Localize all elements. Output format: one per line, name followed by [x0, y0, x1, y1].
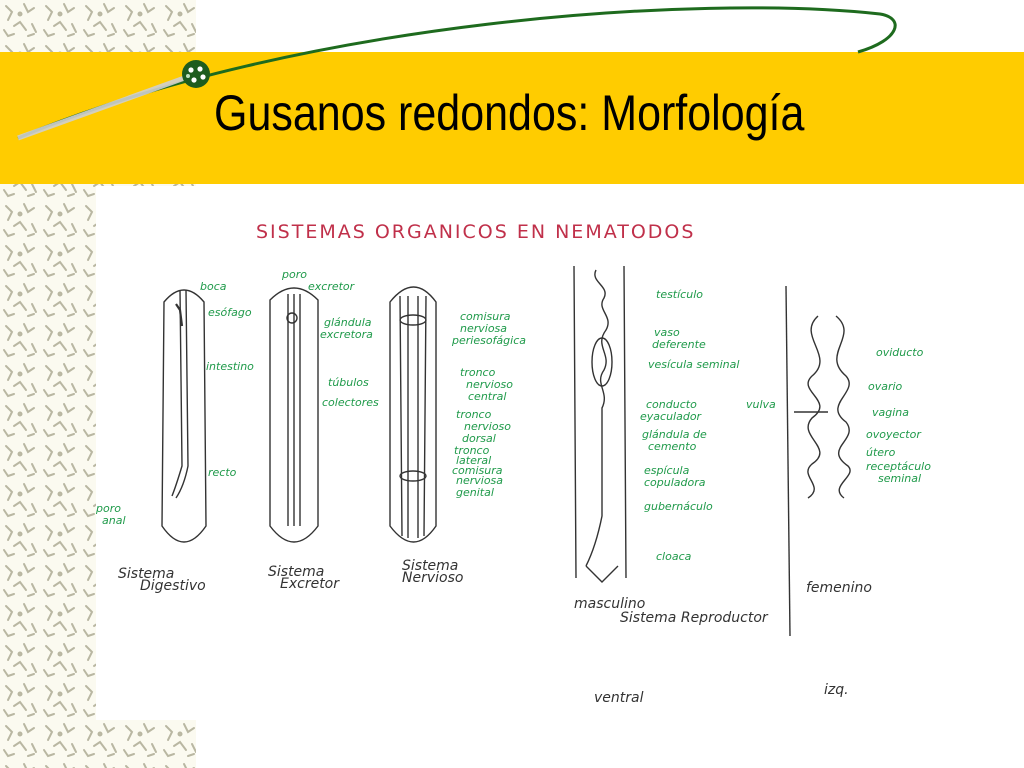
- excretory-system-drawing: [269, 287, 319, 543]
- svg-text:testículo: testículo: [656, 288, 703, 301]
- svg-text:nervioso: nervioso: [464, 420, 511, 433]
- svg-text:glándula de: glándula de: [642, 428, 707, 441]
- svg-text:esófago: esófago: [208, 306, 252, 319]
- svg-text:nervioso: nervioso: [466, 378, 513, 391]
- digestive-labels: boca esófago intestino recto poro anal S…: [96, 280, 254, 594]
- svg-text:Digestivo: Digestivo: [140, 578, 206, 594]
- svg-text:conducto: conducto: [646, 398, 697, 411]
- female-labels: vulva oviducto ovario vagina ovoyector ú…: [594, 346, 931, 706]
- svg-text:tronco: tronco: [456, 408, 492, 421]
- svg-text:tronco: tronco: [460, 366, 496, 379]
- nervous-system-drawing: [389, 286, 437, 543]
- svg-text:cemento: cemento: [648, 440, 697, 453]
- svg-text:eyaculador: eyaculador: [640, 410, 703, 423]
- nervous-labels: comisura nerviosa periesofágica tronco n…: [402, 310, 526, 586]
- svg-text:boca: boca: [200, 280, 227, 293]
- svg-text:femenino: femenino: [806, 580, 872, 596]
- svg-text:dorsal: dorsal: [462, 432, 496, 445]
- svg-text:ovario: ovario: [868, 380, 903, 393]
- svg-text:tronco: tronco: [454, 444, 490, 457]
- svg-text:oviducto: oviducto: [876, 346, 924, 359]
- svg-text:vulva: vulva: [746, 398, 776, 411]
- svg-text:periesofágica: periesofágica: [451, 334, 526, 347]
- svg-text:deferente: deferente: [652, 338, 706, 351]
- svg-text:masculino: masculino: [574, 596, 645, 612]
- svg-text:Sistema: Sistema: [402, 558, 458, 574]
- svg-text:genital: genital: [456, 486, 494, 499]
- bullet-orb-icon: [182, 60, 210, 88]
- svg-text:excretor: excretor: [308, 280, 356, 293]
- svg-text:colectores: colectores: [322, 396, 379, 409]
- nematode-figure: SISTEMAS ORGANICOS EN NEMATODOS boca esó…: [96, 186, 956, 720]
- svg-text:gubernáculo: gubernáculo: [644, 500, 713, 513]
- svg-text:nerviosa: nerviosa: [460, 322, 507, 335]
- title-band: [0, 52, 1024, 184]
- svg-text:central: central: [468, 390, 506, 403]
- figure-heading: SISTEMAS ORGANICOS EN NEMATODOS: [256, 221, 695, 243]
- svg-text:Sistema: Sistema: [268, 564, 324, 580]
- svg-text:Nervioso: Nervioso: [402, 570, 463, 586]
- digestive-system-drawing: [161, 289, 207, 543]
- svg-text:Sistema Reproductor: Sistema Reproductor: [620, 610, 769, 626]
- svg-text:lateral: lateral: [456, 454, 491, 467]
- svg-text:vagina: vagina: [872, 406, 909, 419]
- svg-text:receptáculo: receptáculo: [866, 460, 931, 473]
- svg-text:glándula: glándula: [324, 316, 372, 329]
- svg-text:copuladora: copuladora: [644, 476, 706, 489]
- title-band-pattern-overlay: [0, 52, 196, 184]
- svg-text:cloaca: cloaca: [656, 550, 692, 563]
- svg-text:izq.: izq.: [824, 682, 849, 698]
- swoosh-decoration: [17, 6, 897, 141]
- svg-text:ventral: ventral: [594, 690, 644, 706]
- svg-text:vesícula seminal: vesícula seminal: [648, 358, 739, 371]
- svg-text:Excretor: Excretor: [280, 576, 340, 592]
- slide-title: Gusanos redondos: Morfología: [214, 85, 805, 141]
- excretory-labels: poro excretor glándula excretora túbulos…: [268, 268, 379, 592]
- svg-text:nerviosa: nerviosa: [456, 474, 503, 487]
- svg-text:recto: recto: [208, 466, 237, 479]
- svg-text:túbulos: túbulos: [328, 376, 369, 389]
- svg-text:comisura: comisura: [460, 310, 511, 323]
- svg-text:vaso: vaso: [654, 326, 680, 339]
- nematode-diagram: SISTEMAS ORGANICOS EN NEMATODOS boca esó…: [96, 221, 931, 706]
- svg-text:seminal: seminal: [878, 472, 921, 485]
- svg-text:poro: poro: [281, 268, 307, 281]
- svg-text:útero: útero: [866, 446, 896, 459]
- svg-text:ovoyector: ovoyector: [866, 428, 922, 441]
- male-reproductive-drawing: [573, 265, 627, 583]
- svg-text:intestino: intestino: [206, 360, 254, 373]
- svg-text:excretora: excretora: [320, 328, 373, 341]
- svg-text:anal: anal: [102, 514, 126, 527]
- female-reproductive-drawing: [785, 285, 851, 637]
- svg-text:comisura: comisura: [452, 464, 503, 477]
- svg-text:espícula: espícula: [644, 464, 690, 477]
- svg-text:Sistema: Sistema: [118, 566, 174, 582]
- svg-text:poro: poro: [96, 502, 121, 515]
- male-labels: testículo vaso deferente vesícula semina…: [574, 288, 769, 626]
